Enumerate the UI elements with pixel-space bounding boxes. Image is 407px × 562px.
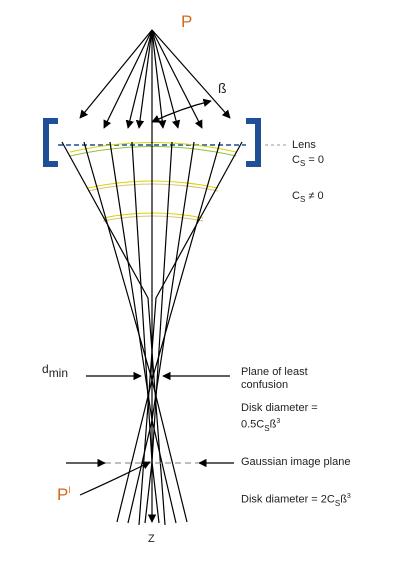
cs-nonzero-s: S [299,195,306,205]
disk-diameter-1-label: Disk diameter = 0.5CSß3 [241,402,318,435]
cs-zero-rest: = 0 [305,154,324,166]
axis-z-label: Z [148,533,155,545]
lens-bracket-right [246,118,261,167]
dmin-sub: min [48,366,69,380]
p-prime-pointer [79,461,151,496]
cs-zero-s: S [299,159,306,169]
beta-angle-arc [151,98,212,123]
cs-nonzero-c: C [292,190,300,202]
disk-diameter-2-pre: Disk diameter = 2C [241,493,335,506]
cs-nonzero-rest: ≠ 0 [305,190,324,202]
plane-least-confusion-line1: Plane of least [241,366,308,378]
disk-diameter-1-coeff: 0.5C [241,418,265,431]
dmin-d: d [42,362,49,376]
disk-diameter-1-s: S [264,423,270,433]
point-p-prime-label: Pl [57,485,70,505]
lens-bracket-left [43,118,58,167]
disk-diameter-2-exp: 3 [346,493,351,500]
plane-least-confusion-line2: confusion [241,379,289,391]
dmin-label: dmin [42,362,68,380]
disk-diameter-2-beta: ß [340,493,347,506]
point-p-prime-mark: l [68,485,71,495]
lens-label: Lens [292,139,316,151]
cs-nonzero-label: CS ≠ 0 [292,190,324,206]
disk-diameter-1-exp: 3 [276,418,281,425]
gaussian-plane-label: Gaussian image plane [241,456,351,468]
cs-zero-label: CS = 0 [292,154,324,170]
cs-zero-c: C [292,154,300,166]
point-p-prime-letter: P [57,485,69,504]
incident-rays [79,29,231,129]
beta-label: ß [218,80,227,96]
disk-diameter-2-s: S [334,498,341,508]
point-p-label: P [181,12,193,31]
disk-diameter-1-line2: 0.5CSß3 [241,415,318,435]
refracted-rays [61,30,243,526]
plane-least-confusion-label: Plane of least confusion [241,366,308,392]
disk-diameter-2-label: Disk diameter = 2CSß3 [241,490,351,510]
disk-diameter-1-line1: Disk diameter = [241,402,318,414]
disk-diameter-1-beta: ß [269,418,277,431]
